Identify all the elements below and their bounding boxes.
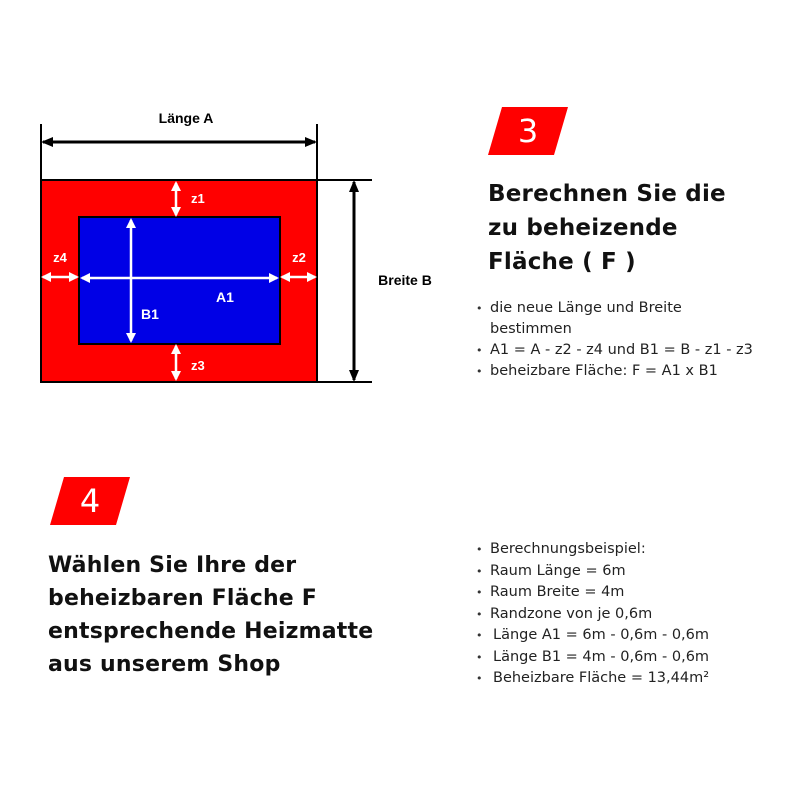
list-item: die neue Länge und Breite bestimmen	[476, 298, 720, 340]
z3-label: z3	[191, 358, 205, 373]
step-4-heading: Wählen Sie Ihre der beheizbaren Fläche F…	[48, 549, 373, 681]
step-4-badge: 4	[50, 477, 130, 525]
step-4-heading-line: Wählen Sie Ihre der	[48, 553, 297, 578]
step-3-heading-line: zu beheizende	[488, 215, 678, 241]
list-item: Länge B1 = 4m - 0,6m - 0,6m	[476, 647, 776, 669]
step-3-number: 3	[517, 112, 539, 150]
step-4-bullet-list: Berechnungsbeispiel: Raum Länge = 6m Rau…	[476, 539, 776, 690]
list-item: beheizbare Fläche: F = A1 x B1	[476, 361, 776, 382]
step-4-heading-line: beheizbaren Fläche F	[48, 586, 318, 611]
step-4-heading-line: aus unserem Shop	[48, 652, 281, 677]
list-item: A1 = A - z2 - z4 und B1 = B - z1 - z3	[476, 340, 776, 361]
floor-plan-diagram: Länge A Breite B z1 z3 z4 z2 A1 B1	[40, 110, 432, 383]
list-item: Raum Breite = 4m	[476, 582, 776, 604]
step-3-heading-line: Berechnen Sie die	[488, 181, 726, 207]
z1-label: z1	[191, 191, 205, 206]
z4-label: z4	[53, 250, 68, 265]
step-3-badge: 3	[488, 107, 568, 155]
a1-label: A1	[216, 289, 234, 305]
length-a-label: Länge A	[159, 110, 214, 126]
heated-inner-area	[78, 216, 281, 345]
step-3-badge-shape	[488, 107, 568, 155]
step-4-badge-shape	[50, 477, 130, 525]
list-item: Beheizbare Fläche = 13,44m²	[476, 668, 776, 690]
width-b-label: Breite B	[378, 272, 432, 288]
step-3-bullet-list: die neue Länge und Breite bestimmen A1 =…	[476, 298, 776, 382]
list-item: Randzone von je 0,6m	[476, 604, 776, 626]
b1-label: B1	[141, 306, 159, 322]
list-item: Berechnungsbeispiel:	[476, 539, 776, 561]
z2-label: z2	[292, 250, 306, 265]
step-3-heading: Berechnen Sie die zu beheizende Fläche (…	[488, 177, 726, 279]
step-4-heading-line: entsprechende Heizmatte	[48, 619, 374, 644]
step-3-heading-line: Fläche ( F )	[488, 249, 636, 275]
step-4-number: 4	[79, 482, 101, 520]
list-item: Raum Länge = 6m	[476, 561, 776, 583]
list-item: Länge A1 = 6m - 0,6m - 0,6m	[476, 625, 776, 647]
